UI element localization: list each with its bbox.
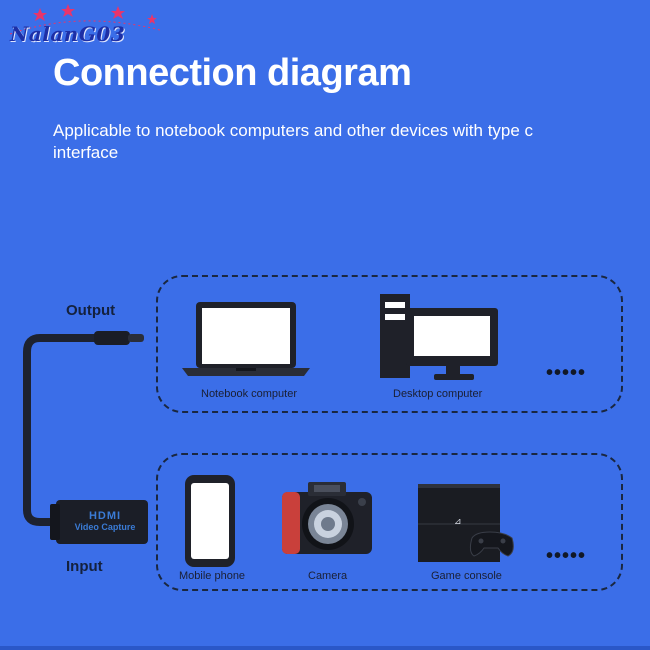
output-device-label-desktop: Desktop computer bbox=[393, 388, 483, 400]
mobile-phone-icon bbox=[185, 475, 235, 567]
desktop-computer-icon bbox=[380, 294, 498, 380]
input-devices-box bbox=[156, 453, 623, 591]
watermark-stars bbox=[9, 4, 161, 35]
laptop-icon bbox=[182, 302, 310, 376]
more-input-devices-indicator: ••••• bbox=[546, 545, 587, 567]
more-output-devices-indicator: ••••• bbox=[546, 362, 587, 384]
capture-line: Video Capture bbox=[74, 522, 136, 532]
input-device-label-camera: Camera bbox=[308, 570, 348, 582]
output-device-label-notebook: Notebook computer bbox=[201, 388, 297, 400]
input-device-label-phone: Mobile phone bbox=[179, 570, 246, 582]
page-subtitle: Applicable to notebook computers and oth… bbox=[53, 121, 534, 162]
output-label: Output bbox=[66, 302, 116, 319]
input-label: Input bbox=[66, 558, 103, 575]
game-console-icon: ⊿ bbox=[418, 484, 514, 562]
bottom-edge bbox=[0, 646, 650, 650]
page-title: Connection diagram bbox=[53, 52, 412, 94]
output-devices-box bbox=[156, 275, 623, 413]
watermark-text: NalanG03 bbox=[10, 22, 126, 46]
input-device-label-console: Game console bbox=[431, 570, 502, 582]
usb-c-plug bbox=[94, 331, 130, 345]
camera-icon bbox=[282, 482, 372, 554]
capture-brand: HDMI bbox=[88, 510, 122, 522]
capture-dongle bbox=[56, 500, 148, 544]
svg-text:⊿: ⊿ bbox=[454, 517, 462, 527]
